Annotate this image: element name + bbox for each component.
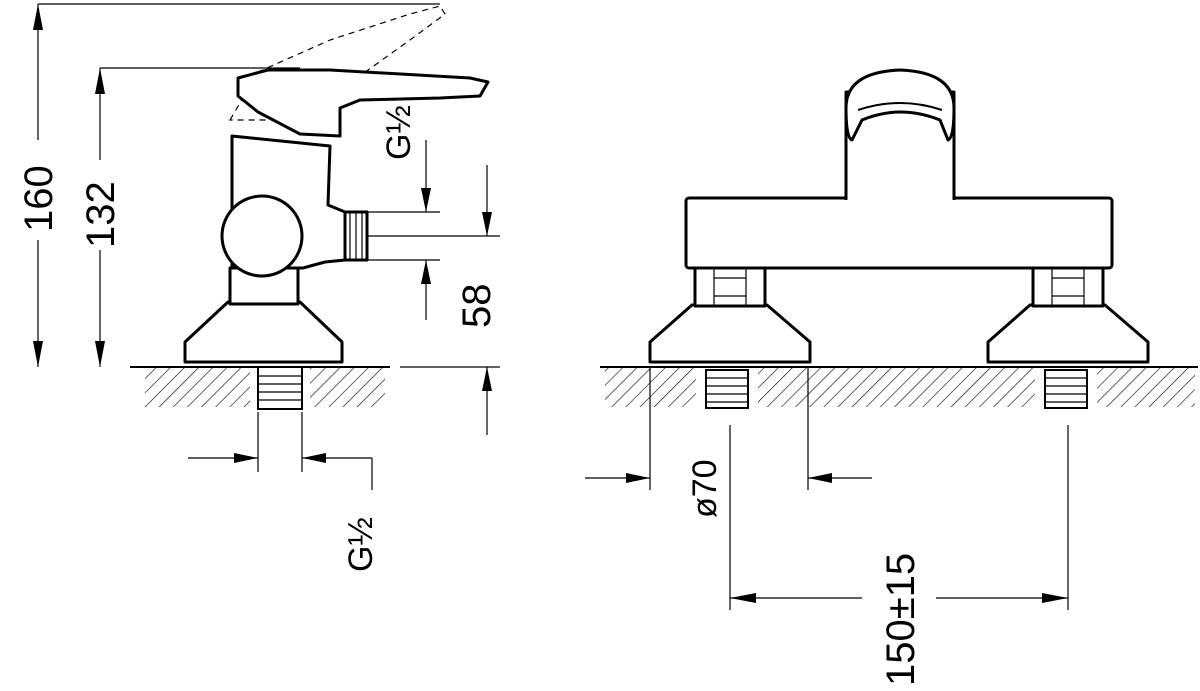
nut-left — [693, 266, 767, 308]
center-distance-label: 150±15 — [879, 553, 923, 686]
dim-inlet-thread: G½ — [188, 412, 380, 572]
base-diameter-label: ø70 — [686, 459, 724, 518]
lever-raised-outline — [228, 5, 446, 121]
inlet-pipe-left — [705, 369, 749, 409]
floor-hatch-right — [600, 366, 1198, 409]
lever-side — [236, 68, 490, 138]
dim-outlet-thread: G½ — [367, 105, 440, 320]
lever-front-inner — [857, 102, 943, 111]
body-front — [684, 196, 1114, 270]
dim-160: 160 — [12, 3, 440, 367]
base-front-right — [986, 303, 1150, 364]
dim-base-diameter: ø70 — [585, 368, 872, 518]
inlet-pipe-side — [257, 366, 303, 410]
floor-hatch-left — [130, 366, 390, 409]
dim-132: 132 — [76, 67, 300, 367]
dim-center-distance: 150±15 — [729, 425, 1069, 686]
inlet-thread-label: G½ — [342, 517, 380, 572]
base-side — [183, 300, 344, 364]
dim-160-label: 160 — [17, 165, 61, 232]
outlet-thread-label: G½ — [380, 105, 418, 160]
inlet-pipe-right — [1044, 369, 1088, 409]
lever-front — [844, 68, 956, 142]
dim-132-label: 132 — [79, 181, 123, 248]
nut-right — [1031, 266, 1105, 308]
ball-joint — [220, 194, 304, 278]
front-view: ø70 150±15 — [585, 68, 1198, 686]
dim-58-label: 58 — [455, 284, 499, 329]
side-view: 160 132 G½ 58 — [12, 3, 500, 572]
outlet-nipple — [343, 210, 369, 262]
base-front-left — [648, 303, 812, 364]
dim-58: 58 — [367, 165, 500, 435]
